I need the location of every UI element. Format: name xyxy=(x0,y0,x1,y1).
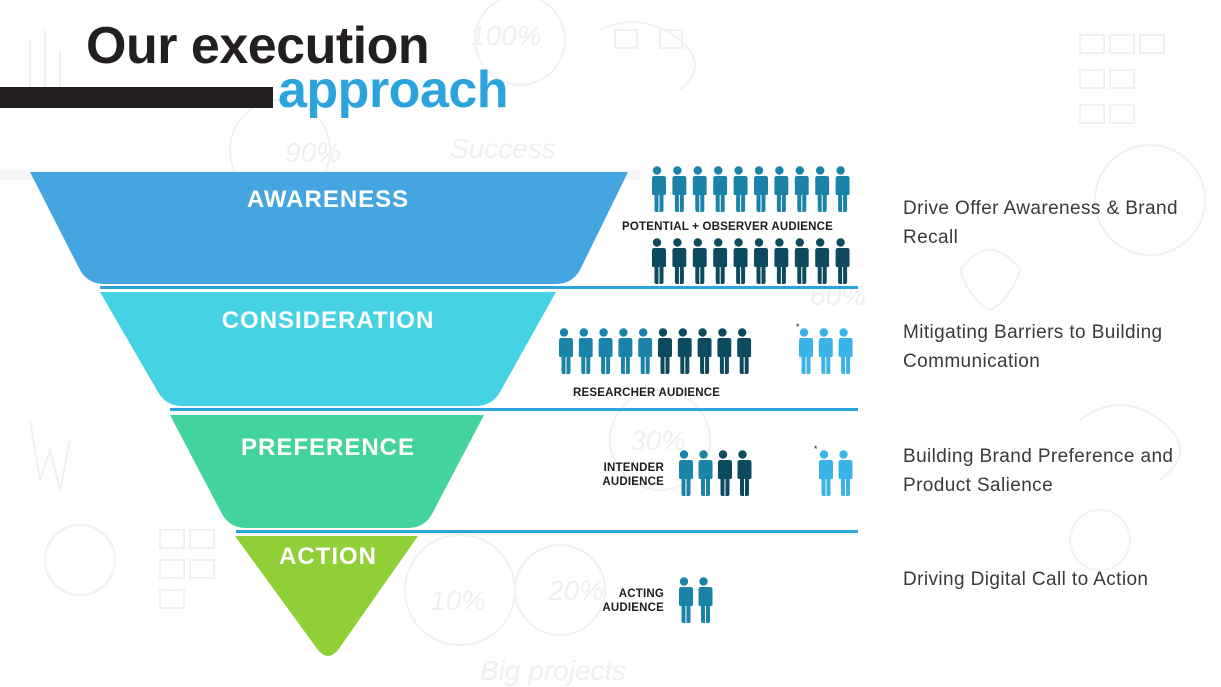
person-icon xyxy=(837,450,853,496)
stage-label-preference: PREFERENCE xyxy=(240,434,416,461)
person-icon xyxy=(797,328,813,374)
audience-label-awareness: POTENTIAL + OBSERVER AUDIENCE xyxy=(622,221,834,233)
svg-text:20%: 20% xyxy=(547,575,604,606)
person-icon xyxy=(834,166,850,212)
description-awareness: Drive Offer Awareness & Brand Recall xyxy=(903,198,1178,248)
person-icon xyxy=(691,166,707,212)
person-icon xyxy=(650,238,666,284)
consideration-marker: * xyxy=(796,322,800,332)
svg-text:Big projects: Big projects xyxy=(480,655,626,686)
person-icon xyxy=(676,328,692,374)
separator-line xyxy=(236,530,858,533)
person-icon xyxy=(732,166,748,212)
svg-text:Success: Success xyxy=(450,133,556,164)
svg-text:90%: 90% xyxy=(285,137,341,168)
stage-label-consideration: CONSIDERATION xyxy=(221,307,435,334)
person-icon xyxy=(732,238,748,284)
person-icon xyxy=(677,577,693,623)
audience-label-preference-line1: INTENDER xyxy=(603,462,664,474)
audience-label-action-line2: AUDIENCE xyxy=(602,602,664,614)
person-icon xyxy=(793,166,809,212)
person-icon xyxy=(697,577,713,623)
stage-label-awareness: AWARENESS xyxy=(246,186,410,213)
title-line-2: approach xyxy=(278,61,509,119)
person-icon xyxy=(817,328,833,374)
svg-text:100%: 100% xyxy=(470,20,542,51)
person-icon xyxy=(697,450,713,496)
person-icon xyxy=(711,166,728,212)
consideration-people xyxy=(557,328,853,374)
awareness-people-bottom xyxy=(650,238,850,284)
person-icon xyxy=(715,328,732,374)
person-icon xyxy=(716,450,732,496)
separator-line xyxy=(100,286,858,289)
title-line-1: Our execution xyxy=(86,17,430,75)
audience-label-preference: INTENDER AUDIENCE xyxy=(586,461,664,489)
person-icon xyxy=(772,166,789,212)
description-preference: Building Brand Preference and Product Sa… xyxy=(903,446,1174,496)
audience-label-action: ACTING AUDIENCE xyxy=(586,587,664,615)
funnel-consideration xyxy=(100,292,556,406)
funnel-action xyxy=(235,536,418,656)
preference-marker: * xyxy=(814,444,818,454)
person-icon xyxy=(834,238,850,284)
audience-label-consideration: RESEARCHER AUDIENCE xyxy=(573,387,721,399)
description-consideration: Mitigating Barriers to Building Communic… xyxy=(903,322,1163,372)
person-icon xyxy=(670,166,687,212)
description-action: Driving Digital Call to Action xyxy=(903,569,1149,590)
person-icon xyxy=(817,450,833,496)
person-icon xyxy=(577,328,593,374)
preference-people xyxy=(677,450,853,496)
person-icon xyxy=(711,238,728,284)
funnel-awareness xyxy=(30,172,628,284)
audience-label-action-line1: ACTING xyxy=(618,588,664,600)
stage-label-action: ACTION xyxy=(279,543,377,570)
svg-text:60%: 60% xyxy=(810,280,866,311)
person-icon xyxy=(557,328,573,374)
person-icon xyxy=(696,328,712,374)
separator-line xyxy=(170,408,858,411)
person-icon xyxy=(736,450,752,496)
awareness-people-top xyxy=(650,166,850,212)
person-icon xyxy=(752,238,768,284)
person-icon xyxy=(813,166,830,212)
person-icon xyxy=(813,238,830,284)
person-icon xyxy=(691,238,707,284)
person-icon xyxy=(670,238,687,284)
person-icon xyxy=(597,328,613,374)
person-icon xyxy=(793,238,809,284)
svg-text:10%: 10% xyxy=(430,585,486,616)
person-icon xyxy=(735,328,752,374)
svg-text:30%: 30% xyxy=(630,425,686,456)
title-underline-bar xyxy=(0,87,273,108)
person-icon xyxy=(752,166,768,212)
person-icon xyxy=(616,328,633,374)
audience-label-preference-line2: AUDIENCE xyxy=(602,476,664,488)
person-icon xyxy=(837,328,853,374)
person-icon xyxy=(656,328,672,374)
person-icon xyxy=(650,166,666,212)
person-icon xyxy=(677,450,693,496)
action-people xyxy=(677,577,713,623)
funnel-preference xyxy=(170,415,484,528)
person-icon xyxy=(772,238,789,284)
person-icon xyxy=(636,328,653,374)
